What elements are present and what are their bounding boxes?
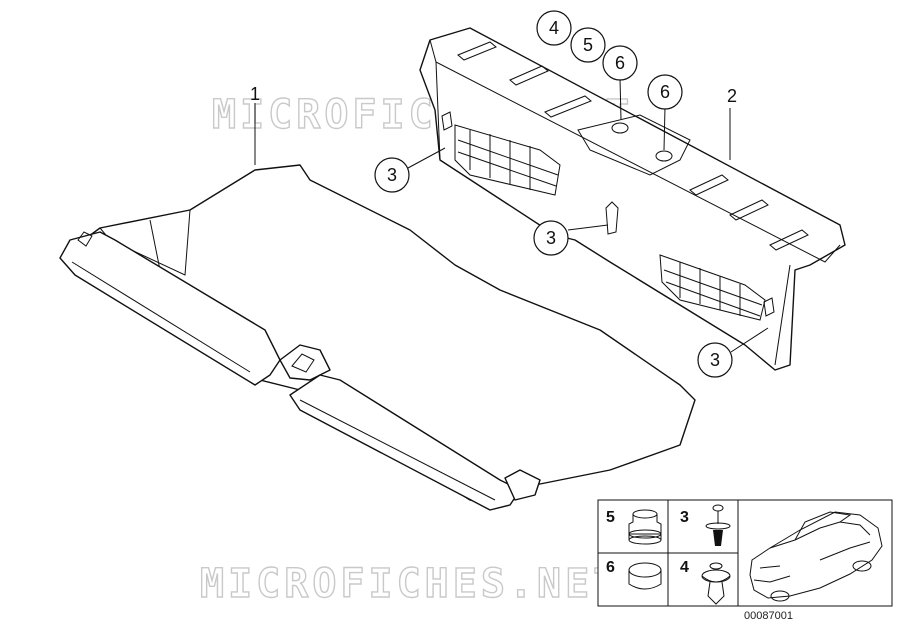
callout-4: 4 [536,10,572,46]
inset-cell-plug: 5 [606,509,662,545]
rear-panel-trim [419,27,846,371]
callout-1: 1 [250,84,260,104]
callout-5: 5 [570,27,606,63]
callout-3-center: 3 [533,220,569,256]
svg-text:3: 3 [387,165,397,185]
trunk-floor-panel [59,164,696,511]
car-sedan-icon [749,511,883,602]
document-number: 00087001 [744,610,793,622]
inset-cell-clip: 3 [680,504,731,546]
svg-text:3: 3 [546,228,556,248]
callout-3-left: 3 [374,157,410,193]
svg-text:3: 3 [680,509,689,526]
callout-6-left: 6 [602,45,638,81]
svg-text:5: 5 [583,35,593,55]
callout-2: 2 [727,86,737,106]
inset-cell-cap: 6 [606,559,662,590]
leader-lines [254,77,769,353]
svg-text:4: 4 [549,18,559,38]
svg-text:1: 1 [250,84,260,104]
svg-text:3: 3 [710,350,720,370]
watermark-bottom: MICROFICHES.NET [200,561,621,607]
svg-text:6: 6 [615,53,625,73]
parts-inset: 5 3 6 4 [597,499,893,607]
svg-text:4: 4 [680,559,689,576]
callout-3-right: 3 [697,342,733,378]
svg-text:2: 2 [727,86,737,106]
svg-text:6: 6 [606,559,615,576]
callout-6-right: 6 [647,74,683,110]
inset-cell-rivet: 4 [680,559,731,605]
svg-text:6: 6 [660,82,670,102]
svg-text:5: 5 [606,509,615,526]
